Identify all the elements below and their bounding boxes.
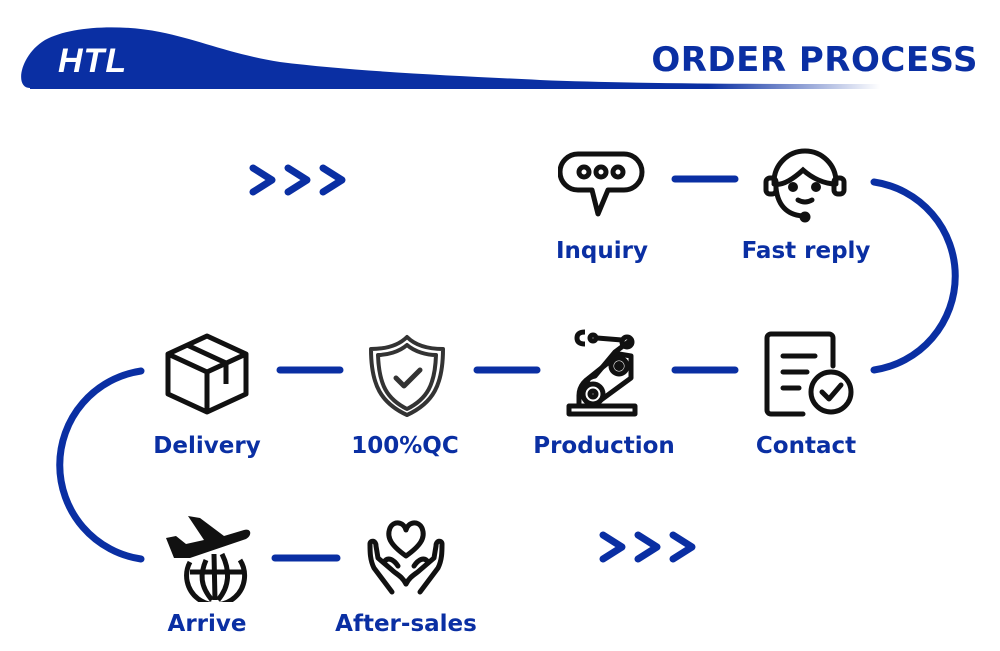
chat-bubble-icon — [558, 151, 645, 217]
page-title: ORDER PROCESS — [651, 40, 978, 80]
headset-agent-icon — [763, 148, 847, 223]
header-banner — [21, 27, 881, 89]
box-icon — [165, 333, 249, 415]
document-check-icon — [764, 331, 854, 417]
step-label-delivery: Delivery — [153, 433, 261, 459]
step-label-after-sales: After-sales — [335, 611, 477, 637]
chevron-arrows-icon — [249, 164, 346, 196]
header-wave-shape — [21, 27, 881, 89]
hands-heart-icon — [367, 520, 445, 595]
step-label-arrive: Arrive — [167, 611, 247, 637]
connector-arc-right — [870, 178, 959, 374]
step-label-qc: 100%QC — [351, 433, 459, 459]
step-label-inquiry: Inquiry — [556, 238, 648, 264]
step-label-production: Production — [533, 433, 675, 459]
plane-globe-icon — [166, 516, 251, 602]
brand-logo: HTL — [58, 42, 128, 80]
chevron-arrows-icon — [599, 531, 696, 563]
robot-arm-icon — [566, 329, 638, 417]
shield-check-icon — [369, 335, 445, 417]
step-label-contact: Contact — [755, 433, 857, 459]
step-label-fast-reply: Fast reply — [741, 238, 871, 264]
connector-arc-left — [56, 367, 145, 563]
